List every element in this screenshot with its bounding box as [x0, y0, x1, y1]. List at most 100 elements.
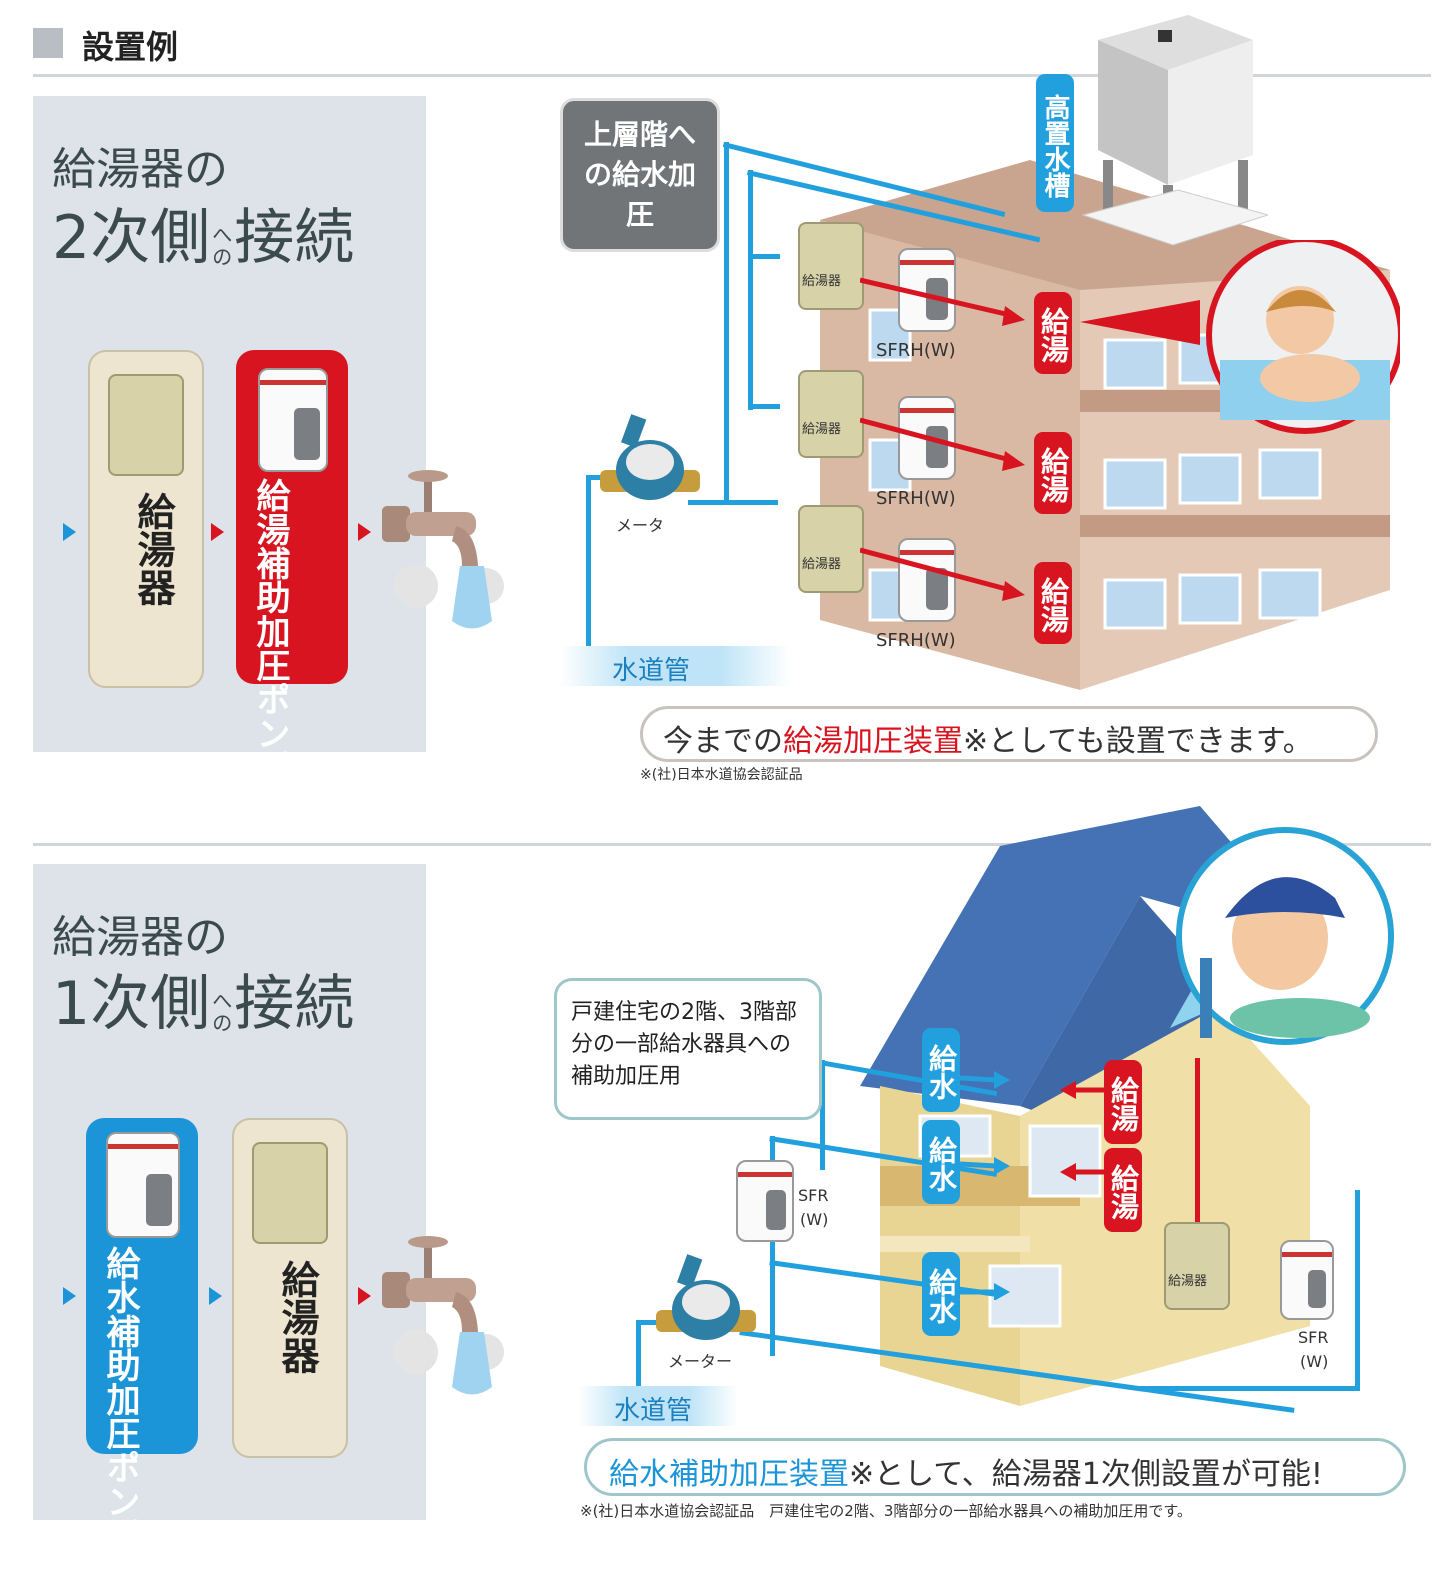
branch-pipe: [748, 254, 780, 259]
section2-title-mid: 次側: [90, 969, 211, 1039]
supply-pipe: [586, 475, 591, 685]
meter-label: メーター: [668, 1352, 733, 1371]
section2-title-small-bottom: の: [212, 1011, 233, 1035]
section1-footnote: ※(社)日本水道協会認証品: [640, 767, 803, 783]
water-main-label: 水道管: [614, 1396, 693, 1426]
water-heater-unit-label: 給湯器: [802, 557, 842, 572]
flow-arrow-icon: [209, 1287, 222, 1305]
booster-pump-unit: [898, 538, 956, 622]
speech-bubble: 戸建住宅の2階、3階部分の一部給水器具への補助加圧用: [554, 978, 822, 1120]
water-meter-icon: [656, 1254, 756, 1340]
section2-callout: 給水補助加圧装置※として、給湯器1次側設置が可能!: [584, 1438, 1406, 1496]
water-heater-icon: [252, 1142, 328, 1244]
divider-top: [33, 74, 1431, 77]
supply-pipe: [1140, 1386, 1360, 1391]
section2-title-end: 接続: [234, 969, 355, 1039]
pump-model-label: SFR: [798, 1186, 829, 1205]
flow-arrow-icon: [358, 1287, 371, 1305]
section1-callout-suffix: ※としても設置できます。: [963, 724, 1313, 759]
section1-title-mid: 次側: [90, 203, 211, 273]
pump-model-label: SFRH(W): [876, 488, 956, 509]
hot-water-label: 給湯: [1034, 562, 1072, 644]
section1-heater-label: 給湯器: [131, 492, 175, 606]
header-square-icon: [33, 28, 63, 58]
flow-arrow-icon: [63, 523, 76, 541]
branch-pipe: [748, 404, 780, 409]
water-main-band: [578, 1386, 738, 1426]
speech-bubble-text: 戸建住宅の2階、3階部分の一部給水器具への補助加圧用: [571, 1000, 797, 1089]
booster-pump-unit: [736, 1160, 794, 1242]
booster-pump-icon: [258, 368, 328, 472]
water-heater-unit-label: 給湯器: [802, 422, 842, 437]
flow-arrow-icon: [63, 1287, 76, 1305]
supply-pipe: [636, 1320, 666, 1325]
upper-floor-label-box: 上層階への給水加圧: [560, 98, 720, 252]
divider-middle: [33, 843, 1431, 846]
section1-pump-box: 給湯補助加圧ポンプ: [236, 350, 348, 784]
hot-water-label: 給湯: [1104, 1060, 1142, 1144]
section2-callout-suffix: ※として、給湯器1次側設置が可能!: [849, 1457, 1323, 1492]
pump-model-label: SFR: [1298, 1328, 1329, 1347]
section2-callout-text: 給水補助加圧装置※として、給湯器1次側設置が可能!: [609, 1449, 1323, 1493]
section1-title-line1: 給湯器の: [52, 144, 228, 195]
supply-water-label: 給水: [922, 1028, 960, 1112]
riser-pipe: [748, 170, 753, 410]
supply-water-label: 給水: [922, 1120, 960, 1204]
water-heater-unit-label: 給湯器: [1168, 1274, 1208, 1289]
page-title: 設置例: [82, 28, 179, 66]
faucet-icon: [382, 470, 504, 629]
section1-callout-prefix: 今までの: [663, 724, 783, 759]
water-heater-icon: [108, 374, 184, 476]
water-heater-unit-label: 給湯器: [802, 274, 842, 289]
section2-footnote: ※(社)日本水道協会認証品 戸建住宅の2階、3階部分の一部給水器具への補助加圧用…: [580, 1502, 1192, 1520]
section2-title-line1: 給湯器の: [52, 912, 228, 963]
section2-title-num: 1: [52, 969, 91, 1039]
pump-model-label: SFRH(W): [876, 340, 956, 361]
hot-water-label: 給湯: [1104, 1148, 1142, 1232]
water-main-label: 水道管: [612, 656, 691, 686]
supply-water-label: 給水: [922, 1252, 960, 1336]
section1-title-end: 接続: [234, 203, 355, 273]
supply-pipe: [688, 500, 778, 505]
section1-title-line2: 2次側への接続: [52, 208, 354, 268]
water-heater-unit: 給湯器: [1164, 1222, 1230, 1310]
riser-pipe: [724, 142, 729, 504]
section2-title-small: への: [212, 990, 232, 1034]
booster-pump-unit: [1280, 1240, 1334, 1320]
flow-arrows: [960, 1071, 1104, 1300]
water-meter-icon: [600, 414, 700, 500]
section2-pump-label: 給水補助加圧ポンプ: [100, 1246, 140, 1552]
flow-arrow-icon: [211, 523, 224, 541]
section1-pump-label: 給湯補助加圧ポンプ: [250, 478, 290, 784]
section2-heater-box: 給湯器: [232, 1118, 348, 1458]
booster-pump-icon: [106, 1132, 180, 1238]
section1-title-small-bottom: の: [212, 245, 233, 269]
section1-callout: 今までの給湯加圧装置※としても設置できます。: [640, 706, 1378, 762]
section2-callout-highlight: 給水補助加圧装置: [609, 1457, 849, 1492]
pump-model-label: SFRH(W): [876, 630, 956, 651]
section2-title-line2: 1次側への接続: [52, 974, 354, 1034]
section1-title-small-top: へ: [212, 223, 233, 247]
section2-heater-label: 給湯器: [275, 1260, 319, 1374]
elevated-water-tank-icon: [1081, 15, 1268, 246]
supply-pipe: [820, 1060, 825, 1170]
hot-water-label: 給湯: [1034, 432, 1072, 514]
booster-pump-unit: [898, 248, 956, 332]
pump-model-label: (W): [1300, 1352, 1329, 1371]
elevated-tank-label: 高置水槽: [1036, 74, 1074, 212]
bathing-person-illustration: [1080, 240, 1400, 434]
hot-water-pipe: [1195, 1058, 1200, 1278]
water-heater-unit: 給湯器: [798, 222, 864, 310]
section1-title-num: 2: [52, 203, 91, 273]
supply-pipe: [636, 1320, 641, 1400]
hot-water-label: 給湯: [1034, 292, 1072, 374]
hot-water-arrows: [860, 277, 1025, 601]
water-main-band: [560, 646, 790, 686]
water-heater-unit: 給湯器: [798, 505, 864, 593]
water-heater-unit: 給湯器: [798, 370, 864, 458]
supply-pipe: [1355, 1190, 1360, 1390]
meter-label: メータ: [616, 516, 665, 535]
section2-pump-box: 給水補助加圧ポンプ: [86, 1118, 198, 1552]
section1-title-small: への: [212, 224, 232, 268]
upper-floor-label: 上層階への給水加圧: [583, 118, 696, 231]
